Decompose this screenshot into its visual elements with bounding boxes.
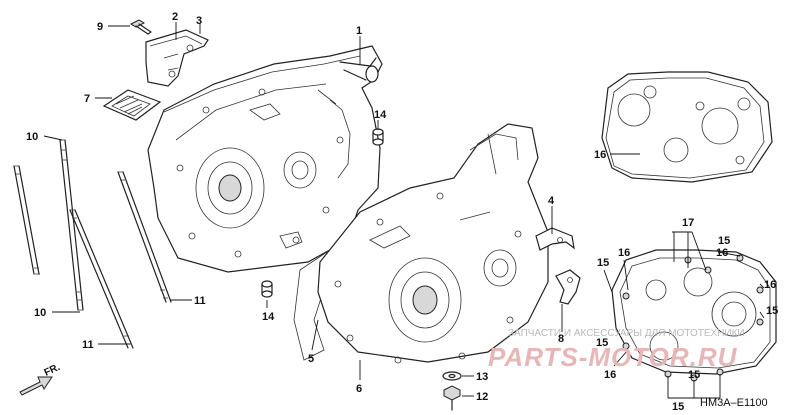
callout-15-b: 15 (718, 235, 730, 247)
callout-17: 17 (682, 217, 694, 229)
front-direction-arrow: FR. (19, 362, 62, 396)
callout-15-a: 15 (597, 257, 609, 269)
callout-5: 5 (308, 353, 314, 365)
cover-gasket-upper (601, 71, 773, 183)
callout-15-c: 15 (766, 305, 778, 317)
callout-16-b: 16 (716, 247, 728, 259)
direction-label: FR. (43, 362, 62, 379)
drain-bolt-part-12 (443, 385, 461, 411)
callout-1: 1 (356, 25, 362, 37)
watermark: ЗАПЧАСТИ И АКСЕССУАРЫ ДЛЯ МОТОТЕХНИКИ PA… (488, 328, 745, 372)
callout-16-c: 16 (764, 279, 776, 291)
callout-6: 6 (356, 383, 362, 395)
callout-14-upper: 14 (374, 109, 387, 121)
gasket-part-7 (102, 89, 162, 121)
callout-16-d: 16 (604, 369, 616, 381)
callout-11-lower: 11 (82, 339, 94, 351)
callout-9: 9 (97, 21, 103, 33)
callout-15-d: 15 (596, 337, 608, 349)
left-crankcase-part-1 (147, 45, 383, 273)
callout-15-f: 15 (672, 401, 684, 413)
callout-10-lower: 10 (34, 307, 46, 319)
callout-4: 4 (548, 195, 555, 207)
diagram-code: HM3A–E1100 (700, 397, 768, 409)
callout-10-upper: 10 (26, 131, 38, 143)
washer-part-13 (442, 371, 462, 381)
breather-plate-part-2-3 (145, 29, 209, 87)
callout-labels: 9 2 3 7 1 14 10 10 11 11 14 4 8 5 6 13 1… (26, 11, 778, 413)
dowel-pin-part-14-lower (261, 280, 273, 298)
callout-14-lower: 14 (262, 311, 275, 323)
callout-3: 3 (196, 15, 202, 27)
bracket-part-8 (555, 269, 581, 305)
callout-11-right: 11 (194, 295, 206, 307)
callout-13: 13 (476, 371, 488, 383)
right-crankcase-part-6 (317, 123, 549, 364)
callout-2: 2 (172, 11, 178, 23)
leader-lines (43, 22, 765, 399)
watermark-text: ЗАПЧАСТИ И АКСЕССУАРЫ ДЛЯ МОТОТЕХНИКИ (508, 328, 745, 339)
bracket-part-4 (535, 227, 575, 251)
callout-16-upper: 16 (594, 149, 606, 161)
watermark-logo: PARTS-MOTOR.RU (488, 342, 738, 372)
callout-16-a: 16 (618, 247, 630, 259)
bolt-part-9 (129, 19, 152, 35)
callout-7: 7 (84, 93, 90, 105)
callout-15-e: 15 (688, 369, 700, 381)
stud-bolts-part-10-11 (13, 139, 172, 349)
callout-12: 12 (476, 391, 488, 403)
callout-8: 8 (558, 333, 564, 345)
